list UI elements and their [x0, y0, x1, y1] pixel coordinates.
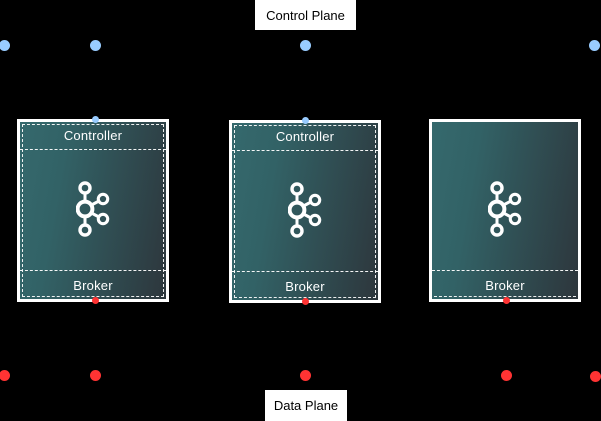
kafka-node-1: Controller Broker	[17, 119, 169, 302]
broker-band: Broker	[232, 271, 378, 300]
control-plane-dot	[299, 39, 311, 51]
control-plane-dot	[89, 39, 101, 51]
data-plane-label: Data Plane	[265, 390, 347, 421]
control-plane-dot	[588, 39, 600, 51]
broker-band: Broker	[432, 270, 578, 299]
kafka-logo-icon	[488, 181, 522, 237]
kafka-node-2: Controller Broker	[229, 120, 381, 303]
node-top-port-dot	[301, 117, 309, 124]
kafka-node-3: Broker	[429, 119, 581, 302]
node-bottom-port-dot	[502, 296, 510, 304]
control-plane-dot	[0, 39, 10, 51]
controller-band: Controller	[20, 122, 166, 150]
broker-band: Broker	[20, 270, 166, 299]
node-bottom-port-dot	[301, 297, 309, 305]
data-plane-dot	[589, 370, 601, 382]
node-top-port-dot	[91, 116, 99, 123]
node-bottom-port-dot	[91, 296, 99, 304]
kafka-logo-icon	[288, 182, 322, 238]
data-plane-dot	[500, 369, 512, 381]
data-plane-dot	[299, 369, 311, 381]
data-plane-dot	[0, 369, 10, 381]
control-plane-label: Control Plane	[255, 0, 356, 30]
kafka-logo-icon	[76, 181, 110, 237]
controller-band: Controller	[232, 123, 378, 151]
data-plane-dot	[89, 369, 101, 381]
